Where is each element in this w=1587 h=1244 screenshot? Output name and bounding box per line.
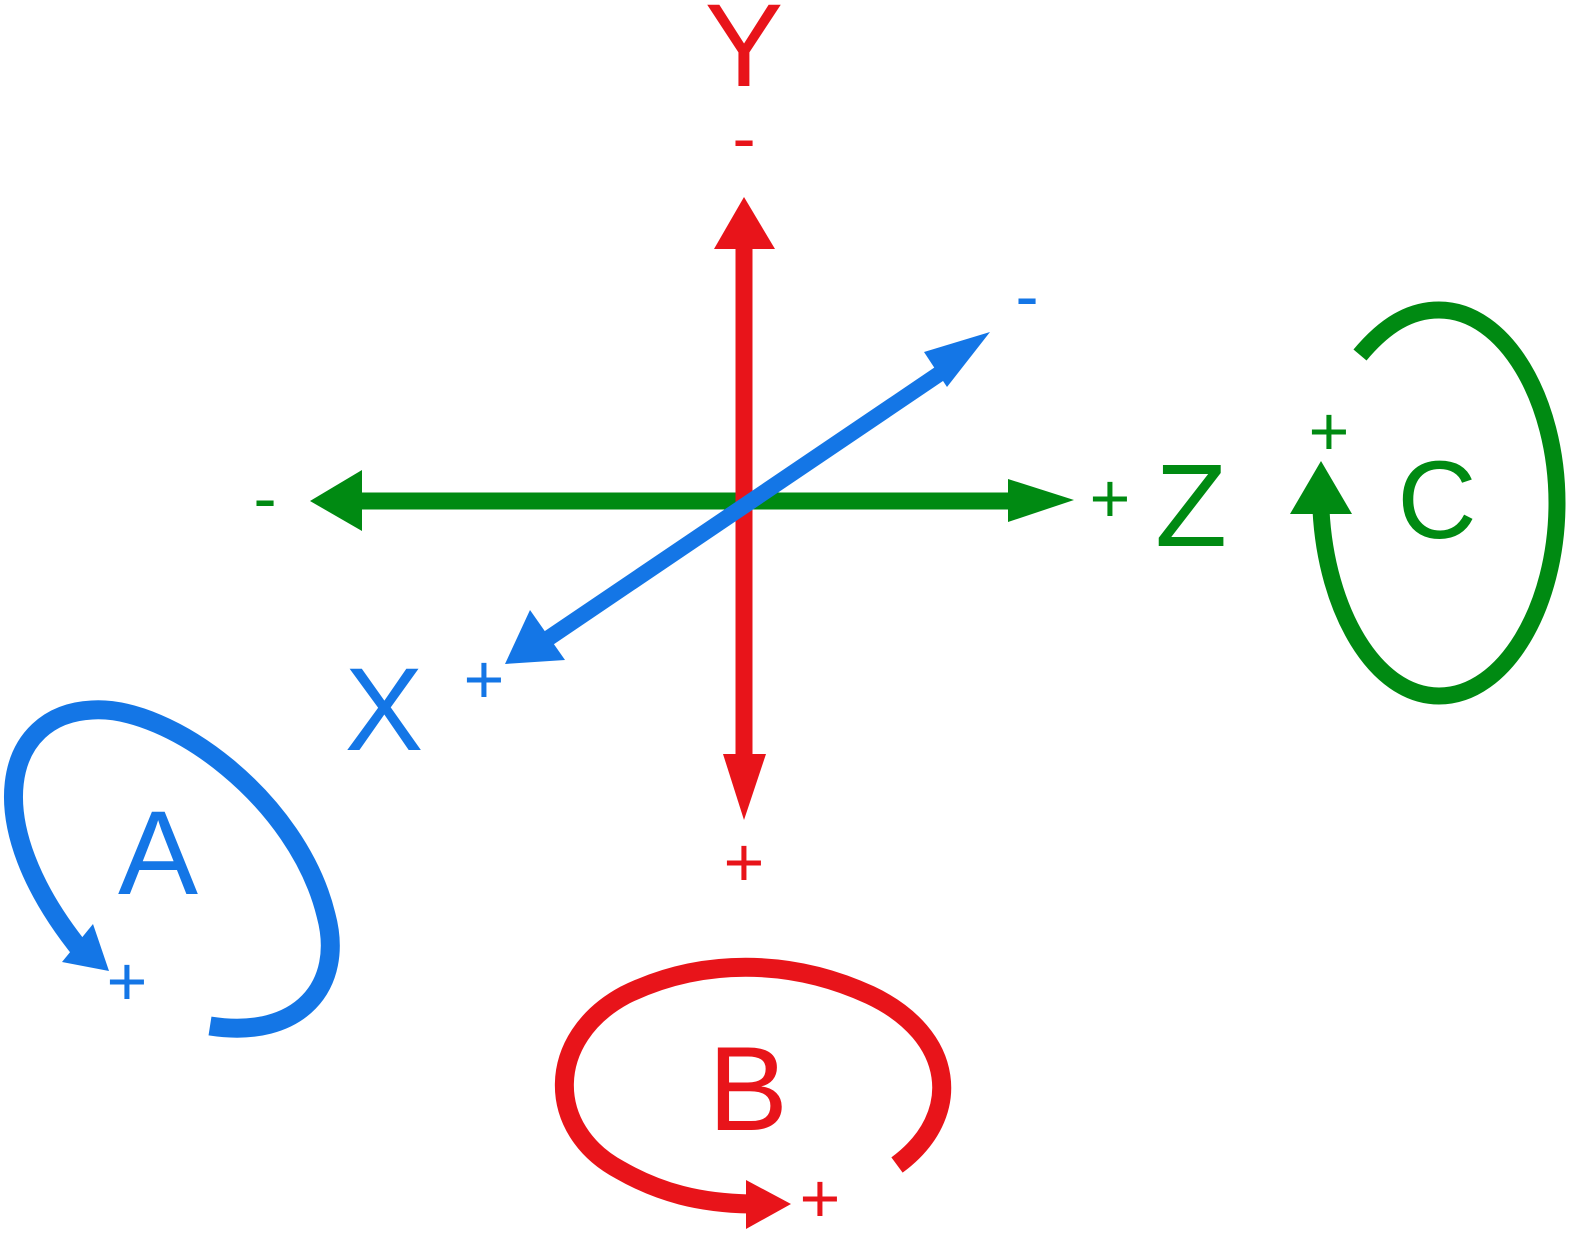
rotation-b-positive-sign: + xyxy=(800,1159,841,1237)
rotation-b-arc xyxy=(554,957,952,1214)
z-axis-negative-arrowhead xyxy=(310,470,362,531)
rotation-c-arc xyxy=(1312,301,1566,705)
rotation-a-arrowhead xyxy=(62,924,109,971)
rotation-a-arc xyxy=(4,700,340,1038)
x-axis-negative-arrowhead xyxy=(924,332,990,387)
y-axis-positive-sign: + xyxy=(724,823,765,901)
rotation-b: B + xyxy=(554,957,952,1237)
rotation-a-positive-sign: + xyxy=(107,942,148,1020)
y-axis-negative-sign: - xyxy=(732,99,755,177)
y-axis-positive-arrowhead xyxy=(723,754,766,820)
rotation-b-arrowhead xyxy=(746,1180,791,1229)
z-axis-positive-arrowhead xyxy=(1008,479,1074,522)
rotation-a: A + xyxy=(4,700,340,1038)
x-axis-positive-sign: + xyxy=(464,640,505,718)
x-axis-line xyxy=(532,365,947,653)
rotation-c: C + xyxy=(1290,301,1566,705)
rotation-a-label: A xyxy=(118,786,198,920)
x-axis-negative-sign: - xyxy=(1015,257,1038,335)
rotation-c-arrowhead xyxy=(1290,461,1352,514)
rotation-c-label: C xyxy=(1397,439,1476,562)
y-axis-negative-arrowhead xyxy=(714,197,775,249)
x-axis-positive-arrowhead xyxy=(505,610,565,664)
y-axis-label: Y xyxy=(705,0,784,112)
z-axis-label: Z xyxy=(1155,440,1227,572)
rotation-b-label: B xyxy=(708,1022,788,1156)
z-axis-negative-sign: - xyxy=(253,459,276,537)
z-axis-positive-sign: + xyxy=(1090,459,1131,537)
rotation-c-positive-sign: + xyxy=(1309,392,1350,470)
x-axis-label: X xyxy=(345,644,424,776)
